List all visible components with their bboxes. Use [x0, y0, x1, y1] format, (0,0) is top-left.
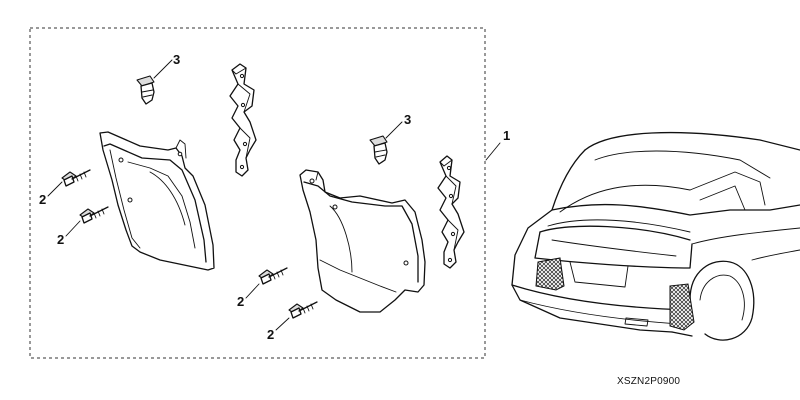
clip-b: [369, 121, 403, 165]
kit-leader-line: [485, 142, 501, 161]
callout-clip-b: 3: [404, 112, 412, 127]
bracket-left: [229, 63, 257, 177]
callout-clip-a: 3: [173, 52, 181, 67]
bracket-right: [437, 155, 465, 269]
vehicle-illustration: [511, 131, 800, 341]
callout-screw-b: 2: [57, 232, 65, 247]
mud-flap-right: [299, 169, 426, 313]
clip-a: [136, 59, 173, 105]
screw-d: [275, 301, 318, 331]
kit-boundary: [29, 27, 486, 359]
screw-b: [65, 206, 109, 237]
part-code: XSZN2P0900: [617, 376, 681, 387]
mud-flap-left: [99, 131, 215, 271]
callout-screw-d: 2: [267, 327, 275, 342]
callout-screw-c: 2: [237, 294, 245, 309]
vehicle-mud-flap-left: [535, 257, 565, 291]
callout-screw-a: 2: [39, 192, 47, 207]
vehicle-mud-flap-right: [669, 283, 695, 331]
screw-a: [47, 169, 91, 197]
callout-kit: 1: [503, 128, 511, 143]
screw-c: [245, 267, 288, 299]
